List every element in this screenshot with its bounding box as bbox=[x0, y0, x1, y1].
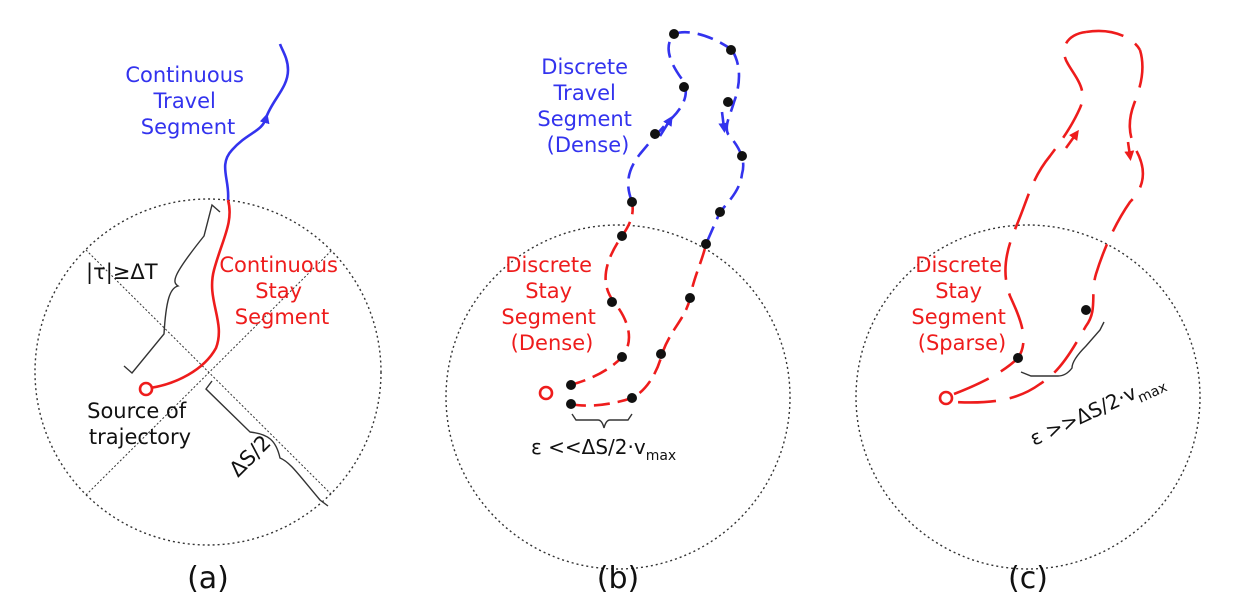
source-marker-c bbox=[938, 390, 954, 406]
sparse-stay-path-lower bbox=[953, 49, 1145, 404]
travel-label-b-line2: Travel bbox=[552, 81, 615, 105]
sparse-stay-path-top bbox=[1085, 29, 1142, 51]
sample-point bbox=[701, 239, 711, 249]
source-label-line1: Source of bbox=[87, 399, 187, 423]
continuous-travel-path bbox=[223, 113, 270, 201]
sample-point bbox=[650, 129, 660, 139]
sample-point bbox=[627, 393, 637, 403]
sample-points-b bbox=[566, 29, 747, 409]
sample-point bbox=[566, 380, 576, 390]
travel-label-a-line3: Segment bbox=[141, 115, 236, 139]
source-marker-a bbox=[138, 381, 154, 397]
stay-label-a-line2: Stay bbox=[255, 279, 302, 303]
eps-brace-c bbox=[1020, 321, 1105, 377]
eps-label-c-sub: max bbox=[1135, 379, 1169, 406]
panel-c: Discrete Stay Segment (Sparse) ε >>ΔS/2·… bbox=[855, 29, 1201, 596]
stay-label-c-line2: Stay bbox=[935, 279, 982, 303]
eps-label-b-main: ε <<ΔS/2·v bbox=[531, 435, 646, 459]
eps-brace-b bbox=[571, 413, 633, 429]
stay-label-a-line3: Segment bbox=[235, 305, 330, 329]
sample-point bbox=[607, 297, 617, 307]
travel-label-b-line1: Discrete bbox=[541, 55, 628, 79]
travel-label-b-line3: Segment bbox=[537, 107, 632, 131]
source-label: Source of trajectory bbox=[87, 399, 193, 449]
stay-arrow-up-c bbox=[1064, 129, 1079, 149]
eps-label-b: ε <<ΔS/2·vmax bbox=[531, 435, 676, 464]
tau-brace bbox=[123, 203, 221, 375]
stay-label-a-line1: Continuous bbox=[219, 253, 338, 277]
stay-label-a: Continuous Stay Segment bbox=[219, 253, 344, 329]
sample-point bbox=[656, 349, 666, 359]
sample-point bbox=[669, 29, 679, 39]
travel-label-a: Continuous Travel Segment bbox=[125, 63, 250, 139]
stay-label-b-line1: Discrete bbox=[505, 253, 592, 277]
discrete-stay-path-lower bbox=[569, 243, 708, 407]
sample-point bbox=[566, 399, 576, 409]
sample-point bbox=[617, 352, 627, 362]
stay-label-b: Discrete Stay Segment (Dense) bbox=[501, 253, 602, 355]
sample-points-c bbox=[1013, 305, 1091, 363]
source-marker-b bbox=[538, 385, 554, 401]
travel-arrow-down-b bbox=[718, 111, 729, 133]
stay-label-b-line2: Stay bbox=[525, 279, 572, 303]
ds-label: ΔS/2 bbox=[225, 431, 276, 482]
travel-arrow-up-b bbox=[658, 115, 673, 137]
travel-label-b-line4: (Dense) bbox=[547, 133, 630, 157]
continuous-stay-path bbox=[149, 199, 231, 390]
stay-label-c-line4: (Sparse) bbox=[918, 331, 1006, 355]
eps-label-c: ε >>ΔS/2·vmax bbox=[1026, 367, 1170, 455]
source-label-line2: trajectory bbox=[89, 425, 191, 449]
sample-point bbox=[726, 45, 736, 55]
sample-point bbox=[627, 197, 637, 207]
sample-point bbox=[737, 151, 747, 161]
stay-label-b-line4: (Dense) bbox=[511, 331, 594, 355]
caption-c: (c) bbox=[1008, 561, 1048, 596]
panel-b: Discrete Travel Segment (Dense) Discrete… bbox=[445, 29, 791, 596]
stay-label-c-line1: Discrete bbox=[915, 253, 1002, 277]
stay-label-c: Discrete Stay Segment (Sparse) bbox=[911, 253, 1012, 355]
panel-a: Continuous Travel Segment Continuous Sta… bbox=[34, 43, 382, 596]
travel-label-a-line2: Travel bbox=[152, 89, 215, 113]
sample-point bbox=[685, 293, 695, 303]
stay-label-b-line3: Segment bbox=[501, 305, 596, 329]
stay-region-circle-a bbox=[34, 198, 382, 546]
stay-arrow-down-c bbox=[1124, 141, 1135, 161]
sample-point bbox=[1081, 305, 1091, 315]
travel-label-b: Discrete Travel Segment (Dense) bbox=[537, 55, 638, 157]
sample-point bbox=[1013, 353, 1023, 363]
discrete-travel-path-top bbox=[673, 30, 733, 52]
stay-region-circle-b bbox=[445, 224, 791, 570]
continuous-travel-path-end bbox=[264, 43, 290, 119]
tau-label: |τ|≥ΔT bbox=[86, 260, 158, 285]
sample-point bbox=[617, 231, 627, 241]
diagonal-line-a2 bbox=[85, 249, 333, 496]
eps-label-c-main: ε >>ΔS/2·v bbox=[1026, 380, 1140, 450]
sample-point bbox=[723, 97, 733, 107]
sample-point bbox=[715, 207, 725, 217]
travel-label-a-line1: Continuous bbox=[125, 63, 244, 87]
ds-brace bbox=[205, 380, 329, 507]
discrete-travel-path-right bbox=[704, 49, 745, 245]
stay-region-circle-c bbox=[855, 224, 1201, 570]
stay-label-c-line3: Segment bbox=[911, 305, 1006, 329]
sample-point bbox=[679, 82, 689, 92]
caption-b: (b) bbox=[597, 561, 639, 596]
eps-label-b-sub: max bbox=[646, 448, 677, 464]
caption-a: (a) bbox=[187, 561, 229, 596]
